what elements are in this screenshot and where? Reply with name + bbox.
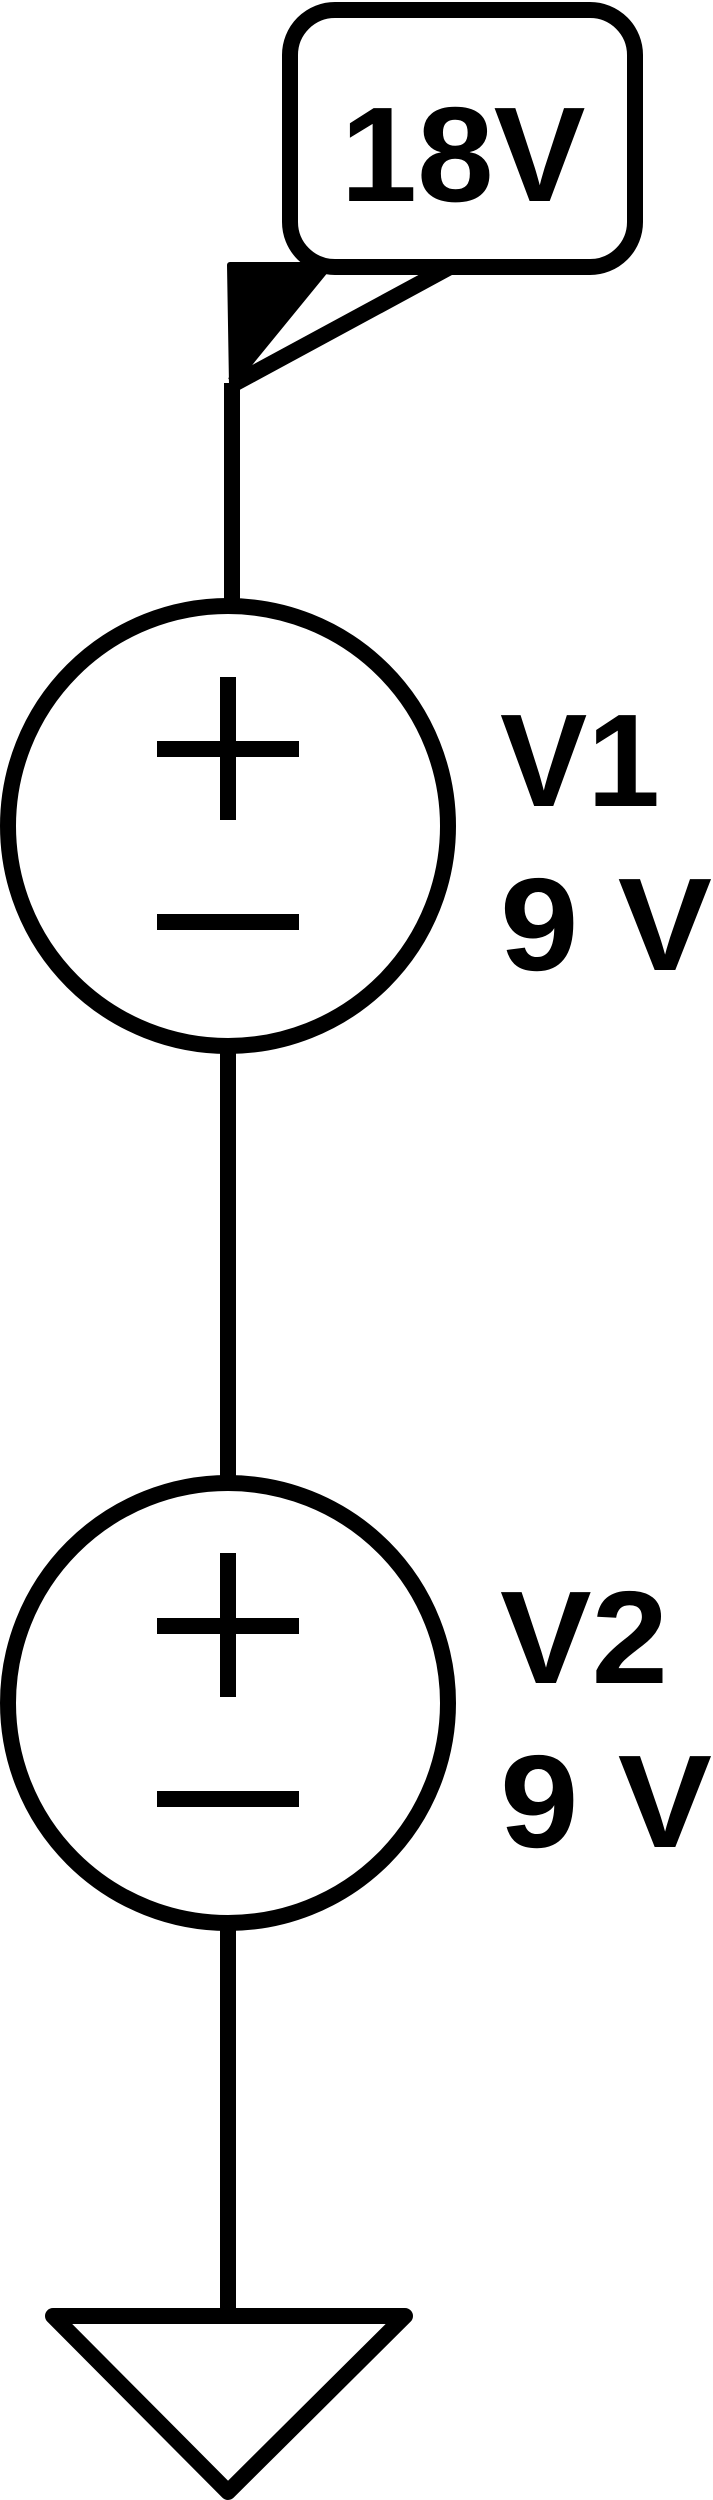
source-v2-name: V2 [500,1564,668,1711]
net-label-flag-icon: 18V [227,2,643,393]
net-label-text: 18V [341,79,586,230]
source-v2-value: 9 V [500,1728,712,1875]
ground-icon [45,2308,413,2500]
plus-sign-icon [157,1553,299,1697]
dc-voltage-source-icon [0,1475,456,1931]
voltage-source-v1 [0,598,456,1054]
source-v1-value: 9 V [500,851,712,998]
plus-sign-icon [157,677,299,820]
net-label-pointer-lower-edge [228,259,454,393]
voltage-source-v2 [0,1475,456,1931]
dc-voltage-source-icon [0,598,456,1054]
source-v1-name: V1 [500,687,660,834]
net-label-box [282,2,643,275]
net-label-pointer [227,262,333,388]
